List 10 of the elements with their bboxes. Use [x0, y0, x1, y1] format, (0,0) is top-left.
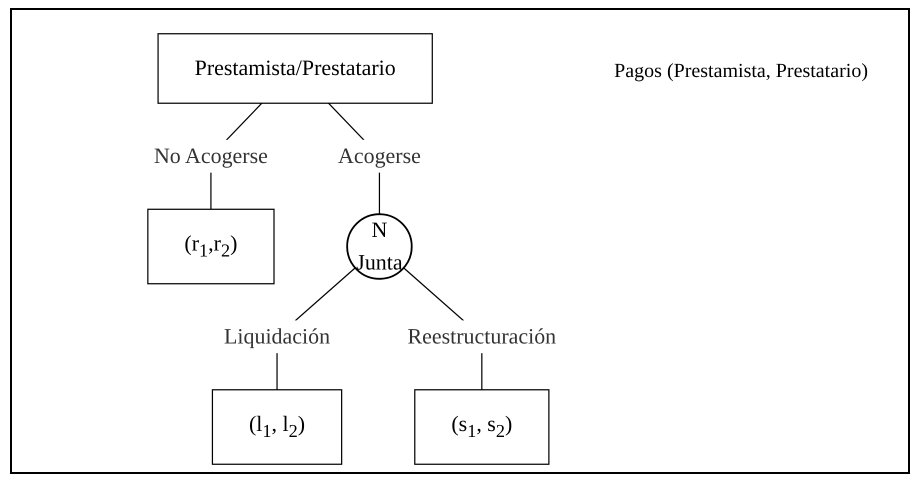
node-box: (l$_{1}$, l$_{2}$) — [212, 389, 342, 465]
edge-label: Acogerse — [338, 143, 421, 168]
payoff-heading: Pagos (Prestamista, Prestatario) — [614, 60, 868, 83]
node-box: (r$_{1}$,r$_{2}$) — [147, 208, 275, 284]
node-box: (s$_{1}$, s$_{2}$) — [414, 389, 550, 465]
node-circle: N Junta — [346, 213, 413, 280]
edge-label: Reestructuración — [408, 324, 556, 348]
edge-label: No Acogerse — [154, 143, 268, 168]
edge-label: Liquidación — [224, 324, 330, 348]
node-box: Prestamista/Prestatario — [157, 33, 433, 104]
